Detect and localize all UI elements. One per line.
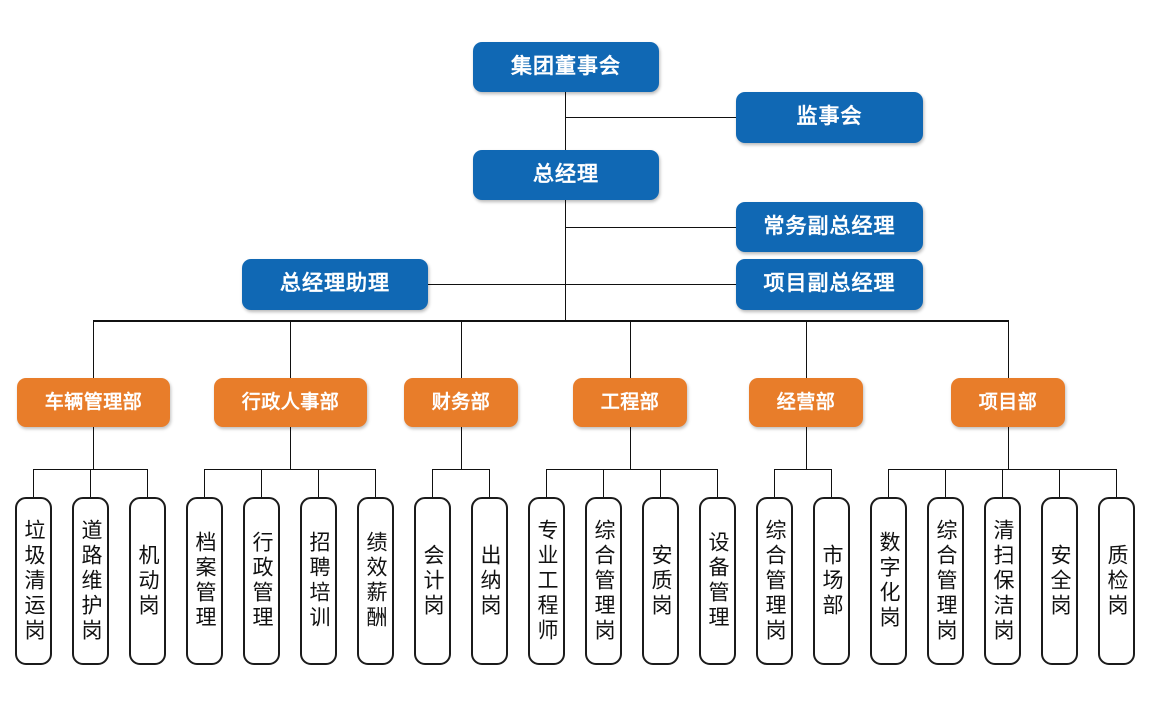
connector-dept6-child2: [945, 469, 946, 498]
connector-dept1-child2: [90, 469, 91, 498]
position-label: 数字化岗: [877, 531, 901, 631]
position-box-15[interactable]: 市场部: [813, 497, 850, 665]
position-label: 市场部: [820, 543, 844, 619]
connector-gm-to-assistant: [427, 284, 566, 285]
connector-dept4-down: [630, 427, 631, 469]
position-label: 出纳岗: [478, 543, 502, 619]
connector-dept2-bar: [204, 469, 376, 470]
connector-dept2-child1: [204, 469, 205, 498]
connector-dept4-bar: [546, 469, 718, 470]
position-box-6[interactable]: 招聘培训: [300, 497, 337, 665]
position-box-19[interactable]: 安全岗: [1041, 497, 1078, 665]
node-dept-finance[interactable]: 财务部: [404, 378, 518, 427]
position-box-8[interactable]: 会计岗: [414, 497, 451, 665]
connector-board-to-supervisors: [565, 117, 736, 118]
node-dept-operations[interactable]: 经营部: [749, 378, 863, 427]
position-label: 垃圾清运岗: [22, 518, 46, 644]
node-executive-vice-gm[interactable]: 常务副总经理: [736, 202, 923, 252]
position-label: 清扫保洁岗: [991, 518, 1015, 644]
connector-dept1-child3: [147, 469, 148, 498]
connector-dept3-child2: [489, 469, 490, 498]
position-box-14[interactable]: 综合管理岗: [756, 497, 793, 665]
connector-dept4-child2: [603, 469, 604, 498]
node-dept-engineering[interactable]: 工程部: [573, 378, 687, 427]
connector-dept1-child1: [33, 469, 34, 498]
connector-dept2-down: [290, 427, 291, 469]
position-label: 道路维护岗: [79, 518, 103, 644]
position-box-3[interactable]: 机动岗: [129, 497, 166, 665]
connector-dept6-child1: [888, 469, 889, 498]
connector-dept5-bar: [774, 469, 832, 470]
position-box-10[interactable]: 专业工程师: [528, 497, 565, 665]
position-box-7[interactable]: 绩效薪酬: [357, 497, 394, 665]
position-label: 安全岗: [1048, 543, 1072, 619]
department-bus: [93, 320, 1009, 322]
position-box-12[interactable]: 安质岗: [642, 497, 679, 665]
position-box-18[interactable]: 清扫保洁岗: [984, 497, 1021, 665]
position-box-13[interactable]: 设备管理: [699, 497, 736, 665]
connector-dept6-child4: [1059, 469, 1060, 498]
node-general-manager[interactable]: 总经理: [473, 150, 659, 200]
connector-dept2-child3: [318, 469, 319, 498]
connector-bus-to-dept-4: [630, 320, 631, 378]
connector-dept3-bar: [432, 469, 490, 470]
connector-bus-to-dept-3: [461, 320, 462, 378]
position-label: 档案管理: [193, 531, 217, 631]
node-group-board[interactable]: 集团董事会: [473, 42, 659, 92]
position-label: 机动岗: [136, 543, 160, 619]
connector-dept3-down: [461, 427, 462, 469]
position-label: 设备管理: [706, 531, 730, 631]
connector-gm-spine: [565, 200, 566, 321]
connector-bus-to-dept-1: [93, 320, 94, 378]
connector-dept5-child1: [774, 469, 775, 498]
connector-board-to-gm: [565, 92, 566, 150]
connector-dept6-child3: [1002, 469, 1003, 498]
connector-dept4-child3: [660, 469, 661, 498]
connector-dept4-child1: [546, 469, 547, 498]
connector-dept2-child2: [261, 469, 262, 498]
position-label: 安质岗: [649, 543, 673, 619]
node-gm-assistant[interactable]: 总经理助理: [242, 259, 428, 310]
position-box-5[interactable]: 行政管理: [243, 497, 280, 665]
position-box-17[interactable]: 综合管理岗: [927, 497, 964, 665]
node-project-vice-gm[interactable]: 项目副总经理: [736, 259, 923, 310]
connector-dept6-down: [1008, 427, 1009, 469]
position-box-9[interactable]: 出纳岗: [471, 497, 508, 665]
connector-gm-to-exec-vp: [565, 227, 736, 228]
node-dept-project[interactable]: 项目部: [951, 378, 1065, 427]
position-label: 综合管理岗: [592, 518, 616, 644]
connector-bus-to-dept-2: [290, 320, 291, 378]
position-box-20[interactable]: 质检岗: [1098, 497, 1135, 665]
connector-dept6-child5: [1116, 469, 1117, 498]
node-dept-vehicle-management[interactable]: 车辆管理部: [17, 378, 170, 427]
position-box-4[interactable]: 档案管理: [186, 497, 223, 665]
connector-dept4-child4: [717, 469, 718, 498]
position-label: 行政管理: [250, 531, 274, 631]
position-label: 综合管理岗: [763, 518, 787, 644]
position-label: 质检岗: [1105, 543, 1129, 619]
node-board-of-supervisors[interactable]: 监事会: [736, 92, 923, 143]
connector-dept1-down: [93, 427, 94, 469]
position-label: 会计岗: [421, 543, 445, 619]
position-label: 综合管理岗: [934, 518, 958, 644]
position-box-2[interactable]: 道路维护岗: [72, 497, 109, 665]
position-box-16[interactable]: 数字化岗: [870, 497, 907, 665]
connector-dept2-child4: [375, 469, 376, 498]
position-label: 绩效薪酬: [364, 531, 388, 631]
position-label: 招聘培训: [307, 531, 331, 631]
position-box-11[interactable]: 综合管理岗: [585, 497, 622, 665]
connector-dept3-child1: [432, 469, 433, 498]
position-box-1[interactable]: 垃圾清运岗: [15, 497, 52, 665]
position-label: 专业工程师: [535, 518, 559, 644]
connector-dept5-down: [806, 427, 807, 469]
connector-dept5-child2: [831, 469, 832, 498]
connector-bus-to-dept-5: [806, 320, 807, 378]
connector-bus-to-dept-6: [1008, 320, 1009, 378]
node-dept-admin-hr[interactable]: 行政人事部: [214, 378, 367, 427]
connector-gm-to-project-vp: [565, 284, 736, 285]
